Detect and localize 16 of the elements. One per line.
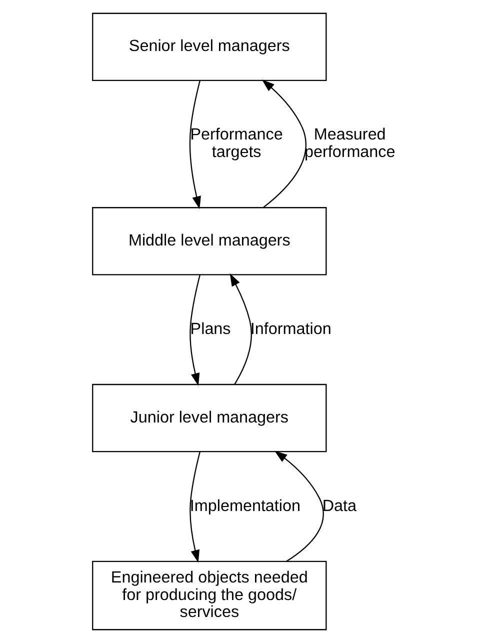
edge-label: Measured performance <box>304 126 396 161</box>
edge-label: Implementation <box>190 496 301 515</box>
arrow <box>230 273 252 385</box>
arrow <box>274 450 324 562</box>
edge-label: Information <box>250 320 332 338</box>
edge-label: Plans <box>190 320 231 338</box>
node-box: Senior level managers <box>92 12 327 82</box>
arrow <box>190 274 200 386</box>
arrow <box>189 80 201 210</box>
node-box: Junior level managers <box>92 384 327 452</box>
edge-label: Performance targets <box>190 126 283 161</box>
edge-label: Data <box>322 496 357 515</box>
node-box: Engineered objects needed for producing the goods/ services <box>92 560 327 630</box>
arrow <box>262 80 306 208</box>
arrow <box>190 452 200 563</box>
node-box: Middle level managers <box>92 207 327 276</box>
